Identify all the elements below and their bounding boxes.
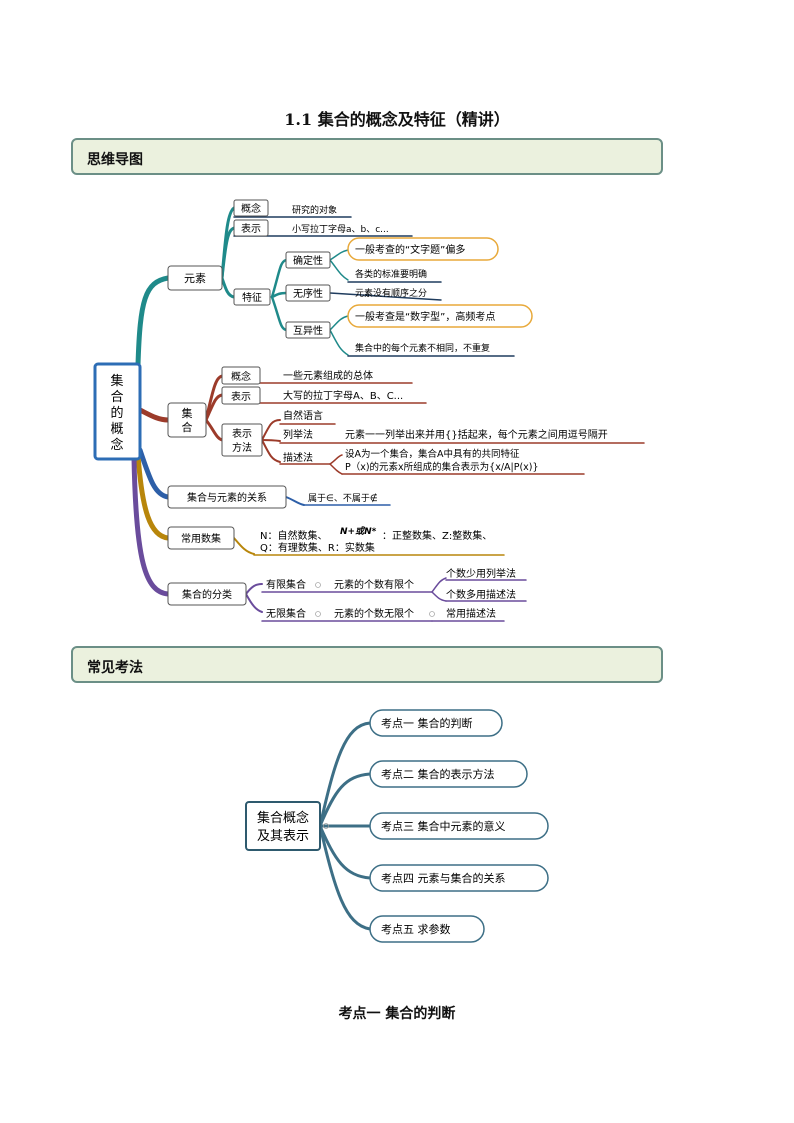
feature-distinct-text: 集合中的每个元素不相同，不重复 bbox=[355, 342, 490, 354]
section-header-mindmap: 思维导图 bbox=[71, 138, 663, 175]
relation-text: 属于∈、不属于∉ bbox=[308, 493, 378, 504]
set-node-char-2: 合 bbox=[182, 420, 193, 434]
element-concept-text: 研究的对象 bbox=[292, 204, 337, 216]
element-node: 元素 bbox=[184, 272, 206, 285]
feature-unordered-text: 元素没有顺序之分 bbox=[355, 287, 427, 299]
feature-definite-text: 各类的标准要明确 bbox=[355, 268, 427, 280]
feature-unordered-node: 无序性 bbox=[293, 287, 323, 300]
root-char-1: 集 bbox=[110, 373, 123, 389]
section-heading-exam-point-1: 考点一 集合的判断 bbox=[338, 1006, 456, 1022]
set-methods-description-line1: 设A为一个集合，集合A中具有的共同特征 bbox=[345, 448, 520, 460]
set-concept-node: 概念 bbox=[231, 370, 251, 383]
set-methods-listing-label: 列举法 bbox=[283, 428, 313, 441]
set-concept-text: 一些元素组成的总体 bbox=[283, 369, 373, 382]
classification-finite-text: 元素的个数有限个 bbox=[334, 578, 414, 591]
element-feature-node: 特征 bbox=[242, 292, 262, 304]
exam-points-diagram: 集合概念 及其表示 考点一 集合的判断 考点二 集合的表示方法 考点三 集合中元… bbox=[245, 709, 549, 943]
exam-center-line2: 及其表示 bbox=[257, 829, 309, 844]
classification-infinite-label: 无限集合 bbox=[266, 607, 306, 620]
relation-node: 集合与元素的关系 bbox=[187, 491, 267, 504]
common-sets-symbol: N+或N* bbox=[340, 526, 377, 537]
exam-point-5: 考点五 求参数 bbox=[381, 922, 451, 936]
feature-definite-node: 确定性 bbox=[293, 254, 323, 267]
set-node-char-1: 集 bbox=[182, 406, 193, 420]
common-sets-line1a: N：自然数集、 bbox=[260, 529, 327, 542]
common-sets-line2: Q：有理数集、R：实数集 bbox=[260, 541, 375, 554]
element-representation-text: 小写拉丁字母a、b、c... bbox=[292, 223, 389, 235]
set-methods-char-2: 方法 bbox=[232, 441, 252, 454]
exam-point-2: 考点二 集合的表示方法 bbox=[381, 767, 495, 781]
page-title: 1.1 集合的概念及特征（精讲） bbox=[284, 110, 510, 129]
exam-point-3: 考点三 集合中元素的意义 bbox=[381, 819, 506, 833]
element-concept-node: 概念 bbox=[241, 202, 261, 215]
exam-point-4: 考点四 元素与集合的关系 bbox=[381, 871, 506, 885]
set-methods-description-label: 描述法 bbox=[283, 451, 313, 464]
feature-distinct-node: 互异性 bbox=[293, 324, 323, 337]
section-title: 常见考法 bbox=[87, 660, 143, 676]
set-representation-text: 大写的拉丁字母A、B、C... bbox=[283, 389, 403, 402]
classification-node: 集合的分类 bbox=[182, 588, 232, 601]
set-methods-listing-text: 元素一一列举出来并用{}括起来，每个元素之间用逗号隔开 bbox=[345, 428, 608, 441]
root-char-3: 的 bbox=[110, 405, 123, 421]
classification-infinite-sub: 常用描述法 bbox=[446, 607, 496, 620]
set-methods-char-1: 表示 bbox=[232, 427, 252, 440]
section-header-exam-points: 常见考法 bbox=[71, 646, 663, 683]
root-char-5: 念 bbox=[110, 437, 123, 453]
set-representation-node: 表示 bbox=[231, 390, 251, 403]
exam-point-1: 考点一 集合的判断 bbox=[381, 716, 473, 730]
set-methods-description-line2: P（x)的元素x所组成的集合表示为{x/A|P(x)} bbox=[345, 461, 539, 473]
common-sets-node: 常用数集 bbox=[181, 532, 221, 545]
common-sets-line1b: ：正整数集、Z:整数集、 bbox=[382, 529, 492, 542]
feature-distinct-callout: 一般考查是“数字型”，高频考点 bbox=[355, 310, 495, 323]
root-char-4: 概 bbox=[110, 422, 123, 437]
feature-definite-callout: 一般考查的“文字题”偏多 bbox=[355, 243, 465, 256]
classification-infinite-text: 元素的个数无限个 bbox=[334, 607, 414, 620]
section-title: 思维导图 bbox=[87, 152, 143, 168]
root-char-2: 合 bbox=[110, 390, 123, 405]
element-representation-node: 表示 bbox=[241, 222, 261, 235]
classification-finite-sub1: 个数少用列举法 bbox=[446, 567, 516, 580]
classification-finite-label: 有限集合 bbox=[266, 578, 306, 591]
exam-center-line1: 集合概念 bbox=[257, 810, 309, 826]
set-methods-natural: 自然语言 bbox=[283, 409, 323, 422]
mindmap: 集 合 的 概 念 元素 概念 研究的对象 表示 小写拉丁字母a、b、c... … bbox=[93, 199, 645, 622]
mindmap-root: 集 合 的 概 念 bbox=[93, 362, 142, 461]
classification-finite-sub2: 个数多用描述法 bbox=[446, 588, 516, 601]
